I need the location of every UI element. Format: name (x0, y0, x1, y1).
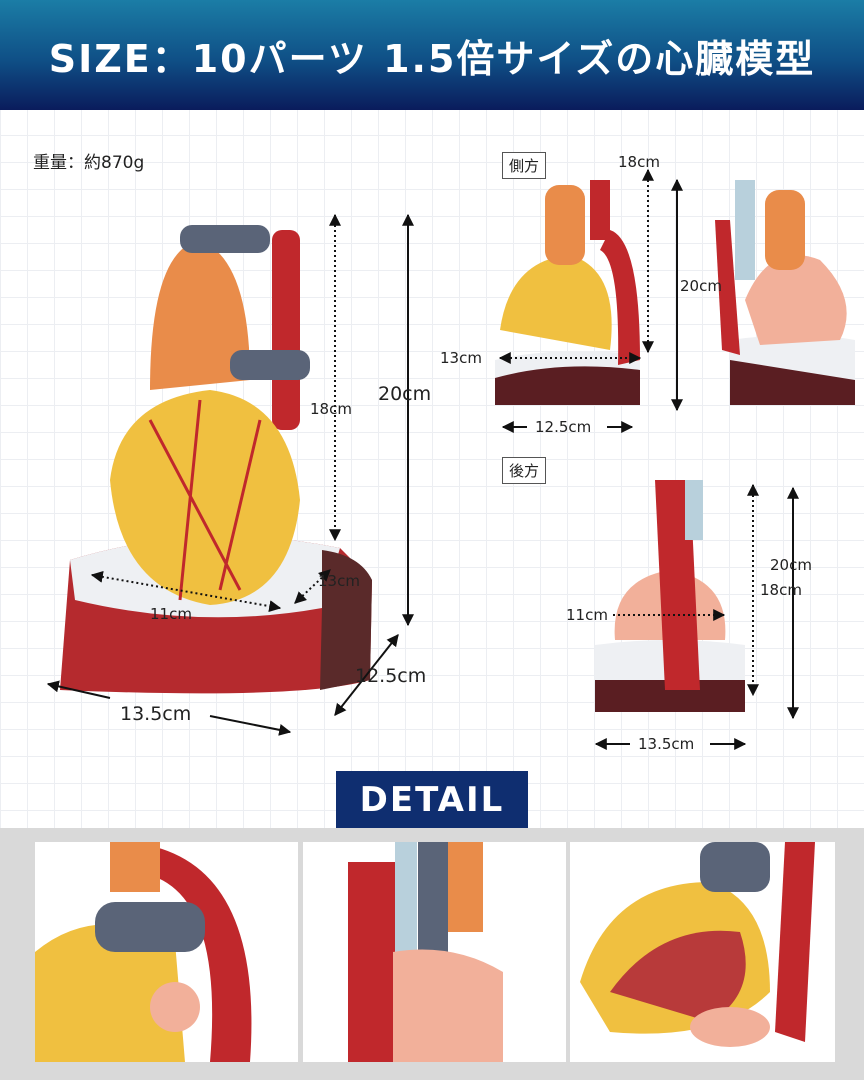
detail-image-1 (35, 842, 298, 1062)
main-height-heart: 18cm (310, 400, 352, 418)
side-depth-base: 12.5cm (535, 418, 592, 436)
back-view-label: 後方 (502, 457, 547, 484)
back-width-base: 13.5cm (638, 735, 695, 753)
header-banner: SIZE：10パーツ 1.5倍サイズの心臓模型 (0, 0, 864, 110)
side-height-heart: 18cm (618, 153, 660, 171)
main-depth-heart: 13cm (318, 572, 360, 590)
main-heart-model (60, 225, 372, 694)
detail-heading: DETAIL (336, 771, 528, 828)
detail-image-2 (303, 842, 566, 1062)
back-width-heart: 11cm (566, 606, 608, 624)
back-heart-model (595, 480, 745, 712)
main-width-heart: 11cm (150, 605, 192, 623)
main-width-base: 13.5cm (120, 703, 192, 725)
dimension-lines (46, 168, 799, 750)
side-heart-model (495, 180, 855, 405)
side-view-label: 側方 (502, 152, 547, 179)
page-title: SIZE：10パーツ 1.5倍サイズの心臓模型 (48, 36, 816, 81)
main-depth-base: 12.5cm (355, 665, 427, 687)
side-depth-heart: 13cm (440, 349, 482, 367)
back-height-total: 20cm (770, 556, 812, 574)
detail-image-3 (570, 842, 835, 1062)
back-height-heart: 18cm (760, 581, 802, 599)
weight-label: 重量：約870g (33, 153, 145, 173)
main-height-total: 20cm (378, 383, 432, 405)
side-height-total: 20cm (680, 277, 722, 295)
heart-model-illustrations (46, 168, 855, 750)
